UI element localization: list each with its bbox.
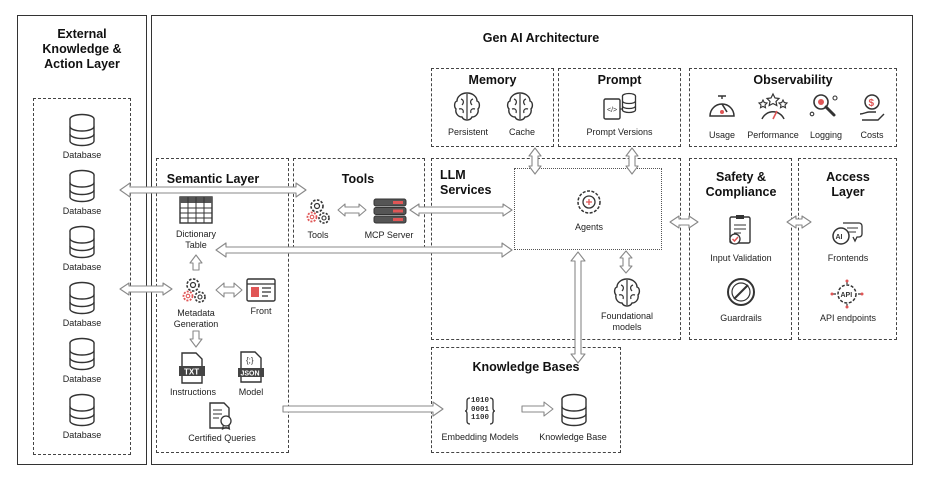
mcp-server-label: MCP Server xyxy=(364,230,414,240)
guardrails-icon xyxy=(727,278,755,306)
database-label: Database xyxy=(62,374,102,384)
semantic-layer-box xyxy=(156,158,289,453)
tools-title: Tools xyxy=(341,172,375,186)
observability-box xyxy=(689,68,897,147)
certified-queries-icon xyxy=(209,402,232,430)
access-layer-box xyxy=(798,158,897,340)
embedding-binary-text: 1010 0001 1100 xyxy=(471,397,490,422)
svg-text:</>: </> xyxy=(607,107,617,114)
guardrails-label: Guardrails xyxy=(720,313,762,323)
instructions-txt-icon: TXT xyxy=(179,352,205,384)
llm-services-title: LLM Services xyxy=(440,168,492,197)
frontends-label: Frontends xyxy=(827,253,869,263)
knowledge-bases-box xyxy=(431,347,621,453)
database-label: Database xyxy=(62,262,102,272)
input-validation-icon xyxy=(729,215,751,245)
database-label: Database xyxy=(62,430,102,440)
api-endpoints-label: API endpoints xyxy=(819,313,877,323)
database-icon xyxy=(69,337,95,371)
safety-compliance-title: Safety & Compliance xyxy=(705,170,777,199)
memory-box xyxy=(431,68,554,147)
agents-box xyxy=(514,168,662,250)
svg-text:AI: AI xyxy=(836,234,843,241)
embedding-binary-icon xyxy=(464,397,496,425)
costs-money-icon: $ xyxy=(859,94,885,121)
access-layer-title: Access Layer xyxy=(826,170,870,199)
database-icon xyxy=(69,113,95,147)
cache-brain-icon xyxy=(506,92,534,121)
database-label: Database xyxy=(62,206,102,216)
memory-title: Memory xyxy=(468,73,517,87)
external-layer-title: External Knowledge & Action Layer xyxy=(42,27,122,71)
persistent-brain-icon xyxy=(453,92,481,121)
cache-label: Cache xyxy=(508,127,535,137)
prompt-versions-label: Prompt Versions xyxy=(586,127,653,137)
svg-text:$: $ xyxy=(869,98,875,109)
gen-ai-architecture-frame xyxy=(151,15,913,465)
knowledge-base-label: Knowledge Base xyxy=(539,432,607,442)
foundational-models-icon xyxy=(613,278,641,307)
agents-brain-chip-icon xyxy=(577,190,601,214)
database-icon xyxy=(69,225,95,259)
frontends-chat-icon: AI xyxy=(832,222,863,245)
svg-text:JSON: JSON xyxy=(241,371,260,378)
prompt-versions-icon: </> xyxy=(603,92,637,120)
dictionary-table-icon xyxy=(179,196,213,224)
database-icon xyxy=(69,393,95,427)
front-label: Front xyxy=(250,306,272,316)
metadata-generation-label: Metadata Generation xyxy=(173,308,219,329)
external-layer-frame xyxy=(17,15,147,465)
front-window-icon xyxy=(246,278,276,302)
semantic-layer-title: Semantic Layer xyxy=(166,172,260,186)
logging-search-icon xyxy=(809,94,838,117)
api-endpoints-icon: API xyxy=(830,279,864,309)
prompt-box xyxy=(558,68,681,147)
database-icon xyxy=(69,281,95,315)
persistent-label: Persistent xyxy=(447,127,489,137)
agents-label: Agents xyxy=(574,222,604,232)
certified-queries-label: Certified Queries xyxy=(188,433,256,443)
metadata-gears-icon xyxy=(182,278,206,303)
performance-stars-icon xyxy=(757,92,789,120)
svg-text:API: API xyxy=(841,292,853,299)
mcp-server-icon xyxy=(373,198,407,224)
svg-text:{;}: {;} xyxy=(246,356,254,365)
logging-label: Logging xyxy=(809,130,843,140)
main-title: Gen AI Architecture xyxy=(482,31,600,45)
database-group xyxy=(33,98,131,455)
model-label: Model xyxy=(238,387,264,397)
instructions-label: Instructions xyxy=(169,387,217,397)
model-json-icon: {;} JSON xyxy=(238,351,264,383)
observability-title: Observability xyxy=(753,73,833,87)
dictionary-table-label: Dictionary Table xyxy=(175,229,216,250)
knowledge-bases-title: Knowledge Bases xyxy=(472,360,580,374)
input-validation-label: Input Validation xyxy=(710,253,772,263)
database-label: Database xyxy=(62,318,102,328)
safety-compliance-box xyxy=(689,158,792,340)
embedding-models-label: Embedding Models xyxy=(441,432,519,442)
tools-gears-icon xyxy=(306,199,330,224)
tools-label: Tools xyxy=(307,230,329,240)
knowledge-base-database-icon xyxy=(561,393,587,427)
database-label: Database xyxy=(62,150,102,160)
database-icon xyxy=(69,169,95,203)
performance-label: Performance xyxy=(747,130,799,140)
svg-text:TXT: TXT xyxy=(184,368,199,377)
usage-label: Usage xyxy=(708,130,735,140)
foundational-models-label: Foundational models xyxy=(600,311,654,332)
prompt-title: Prompt xyxy=(597,73,642,87)
usage-gauge-icon xyxy=(709,95,735,117)
costs-label: Costs xyxy=(860,130,884,140)
